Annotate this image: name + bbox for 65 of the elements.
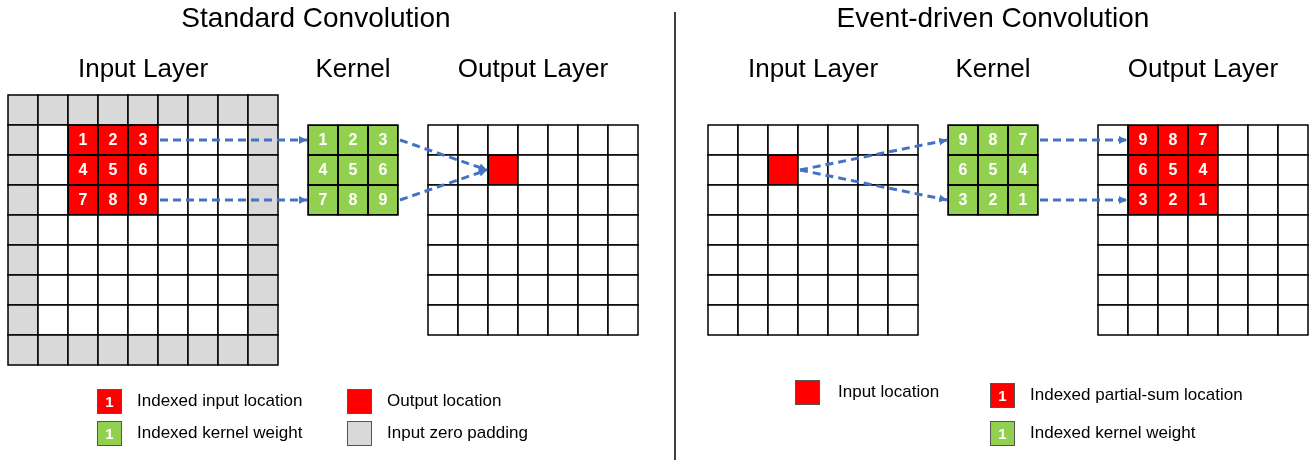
legend-label: Indexed kernel weight	[1030, 423, 1196, 443]
kernel-weight-cell: 6	[368, 155, 398, 185]
kernel-weight-cell: 2	[978, 185, 1008, 215]
section-title: Standard Convolution	[181, 2, 451, 34]
indexed-location-cell: 5	[1158, 155, 1188, 185]
kernel-weight-cell: 8	[978, 125, 1008, 155]
layer-label: Kernel	[315, 52, 391, 85]
kernel-weight-cell: 9	[368, 185, 398, 215]
kernel-weight-cell: 7	[1008, 125, 1038, 155]
indexed-location-cell: 5	[98, 155, 128, 185]
indexed-location-cell: 6	[1128, 155, 1158, 185]
dashed-arrow	[399, 138, 488, 172]
dashed-arrow	[1040, 196, 1127, 204]
dashed-arrow	[399, 168, 488, 202]
layer-label: Input Layer	[77, 52, 209, 85]
legend-label: Indexed partial-sum location	[1030, 385, 1243, 405]
dashed-arrow	[160, 196, 307, 204]
legend-label: Input location	[838, 382, 940, 402]
layer-label: Kernel	[955, 52, 1031, 85]
dashed-arrow	[799, 168, 948, 203]
dashed-arrow	[799, 137, 948, 172]
kernel-weight-cell: 8	[338, 185, 368, 215]
legend-swatch: 1	[990, 383, 1015, 408]
indexed-location-cell: 8	[1158, 125, 1188, 155]
indexed-location-cell: 9	[128, 185, 158, 215]
highlighted-cell	[488, 155, 518, 185]
indexed-location-cell: 3	[1128, 185, 1158, 215]
indexed-location-cell: 1	[1188, 185, 1218, 215]
kernel-weight-cell: 3	[368, 125, 398, 155]
legend-swatch: 1	[97, 421, 122, 446]
kernel-weight-cell: 7	[308, 185, 338, 215]
kernel-weight-cell: 5	[978, 155, 1008, 185]
section-title: Event-driven Convolution	[836, 2, 1150, 34]
indexed-location-cell: 8	[98, 185, 128, 215]
kernel-weight-cell: 1	[1008, 185, 1038, 215]
kernel-weight-cell: 5	[338, 155, 368, 185]
legend-label: Input zero padding	[387, 423, 528, 443]
legend-swatch: 1	[97, 389, 122, 414]
indexed-location-cell: 1	[68, 125, 98, 155]
kernel-weight-cell: 4	[1008, 155, 1038, 185]
indexed-location-cell: 6	[128, 155, 158, 185]
dashed-arrow	[1040, 136, 1127, 144]
indexed-location-cell: 7	[68, 185, 98, 215]
indexed-location-cell: 4	[68, 155, 98, 185]
kernel-weight-cell: 1	[308, 125, 338, 155]
layer-label: Input Layer	[747, 52, 879, 85]
indexed-location-cell: 9	[1128, 125, 1158, 155]
kernel-weight-cell: 3	[948, 185, 978, 215]
indexed-location-cell: 3	[128, 125, 158, 155]
legend-swatch: 1	[990, 421, 1015, 446]
kernel-weight-cell: 4	[308, 155, 338, 185]
kernel-weight-cell: 2	[338, 125, 368, 155]
layer-label: Output Layer	[1127, 52, 1279, 85]
kernel-weight-cell: 9	[948, 125, 978, 155]
dashed-arrow	[160, 136, 307, 144]
indexed-location-cell: 4	[1188, 155, 1218, 185]
legend-label: Output location	[387, 391, 502, 411]
highlighted-cell	[768, 155, 798, 185]
indexed-location-cell: 2	[1158, 185, 1188, 215]
layer-label: Output Layer	[457, 52, 609, 85]
legend-label: Indexed input location	[137, 391, 303, 411]
indexed-location-cell: 2	[98, 125, 128, 155]
indexed-location-cell: 7	[1188, 125, 1218, 155]
kernel-weight-cell: 6	[948, 155, 978, 185]
legend-label: Indexed kernel weight	[137, 423, 303, 443]
